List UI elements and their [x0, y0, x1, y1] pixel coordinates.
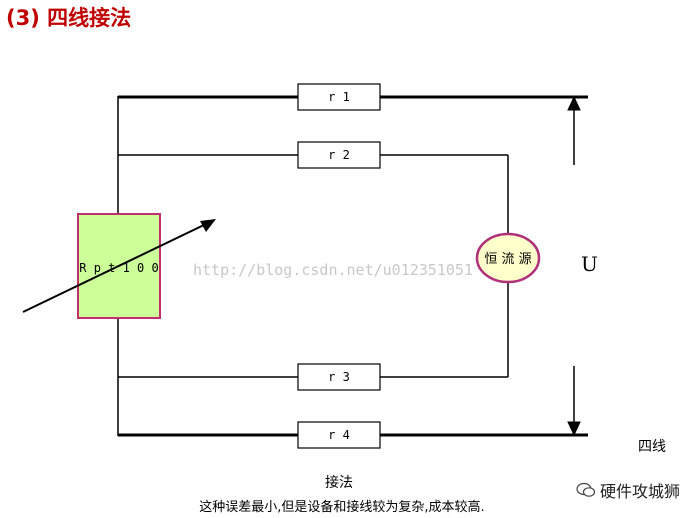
current-source-label: 恒 流 源	[484, 252, 531, 267]
arrow-up-icon	[567, 95, 581, 111]
variable-arrow	[22, 219, 216, 313]
voltage-arrows	[567, 95, 581, 437]
resistor-r1-label: r 1	[328, 90, 350, 104]
voltage-label: U	[581, 252, 598, 276]
resistor-r2: r 2	[297, 141, 381, 169]
brand-badge: 硬件攻城狮	[575, 478, 680, 502]
resistor-r2-label: r 2	[328, 148, 350, 162]
arrow-head-icon	[200, 219, 216, 232]
page-title: (3) 四线接法	[6, 6, 132, 30]
arrow-down-icon	[567, 421, 581, 437]
wires	[117, 95, 588, 437]
four-wire-label: 四线	[638, 439, 666, 455]
resistor-r3-label: r 3	[328, 370, 350, 384]
resistor-r4-label: r 4	[328, 428, 350, 442]
current-source: 恒 流 源	[475, 232, 541, 284]
resistor-r1: r 1	[297, 83, 381, 111]
resistor-r4: r 4	[297, 421, 381, 449]
resistor-r3: r 3	[297, 363, 381, 391]
sensor-label: R p t 1 0 0	[79, 261, 158, 275]
caption-title: 接法	[325, 475, 353, 491]
watermark: http://blog.csdn.net/u012351051	[193, 261, 473, 279]
caption-description: 这种误差最小,但是设备和接线较为复杂,成本较高.	[199, 500, 485, 515]
wechat-icon	[576, 482, 596, 497]
brand-name: 硬件攻城狮	[599, 482, 680, 501]
